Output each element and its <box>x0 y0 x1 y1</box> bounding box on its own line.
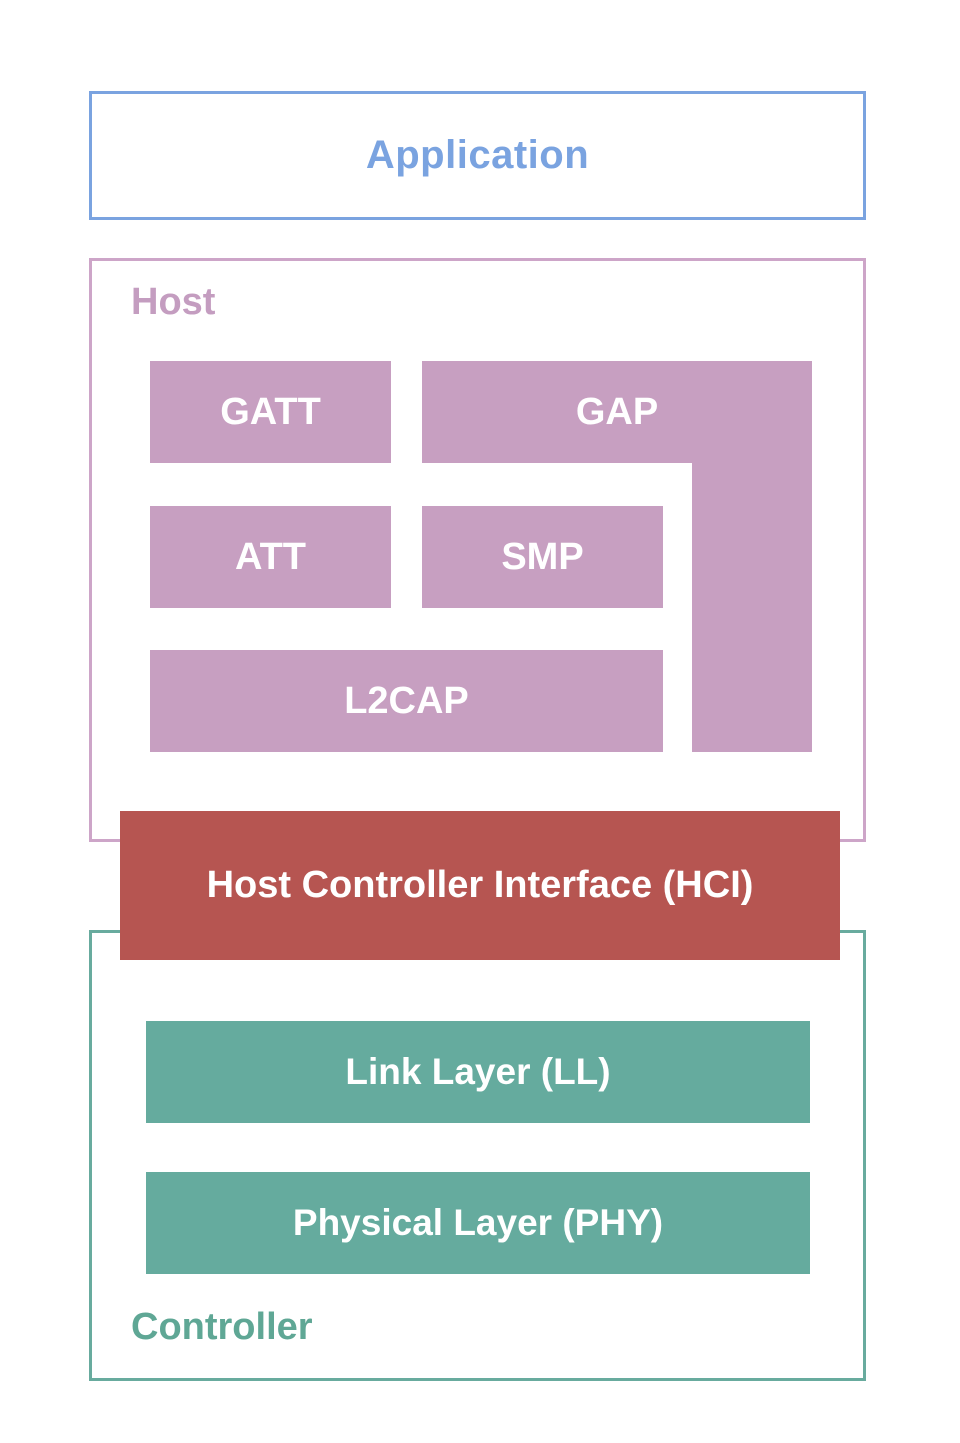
hci-label: Host Controller Interface (HCI) <box>206 864 754 906</box>
att-block: ATT <box>150 506 391 608</box>
gatt-label: GATT <box>220 390 321 433</box>
gap-block: GAP <box>422 361 812 463</box>
gap-label: GAP <box>575 390 659 433</box>
gap-block-arm <box>692 462 812 752</box>
gatt-block: GATT <box>150 361 391 463</box>
controller-box: Link Layer (LL) Physical Layer (PHY) Con… <box>89 930 866 1381</box>
l2cap-block: L2CAP <box>150 650 663 752</box>
smp-block: SMP <box>422 506 663 608</box>
smp-label: SMP <box>501 535 584 578</box>
link-layer-block: Link Layer (LL) <box>146 1021 810 1123</box>
l2cap-label: L2CAP <box>344 679 469 722</box>
physical-layer-label: Physical Layer (PHY) <box>292 1202 664 1243</box>
host-label: Host <box>131 281 216 323</box>
hci-block: Host Controller Interface (HCI) <box>120 811 840 960</box>
controller-label: Controller <box>131 1306 313 1348</box>
att-label: ATT <box>234 535 307 578</box>
link-layer-label: Link Layer (LL) <box>345 1051 611 1092</box>
application-label: Application <box>365 133 590 177</box>
physical-layer-block: Physical Layer (PHY) <box>146 1172 810 1274</box>
host-box: Host GATT GAP ATT SMP L2CAP <box>89 258 866 842</box>
application-box: Application <box>89 91 866 220</box>
